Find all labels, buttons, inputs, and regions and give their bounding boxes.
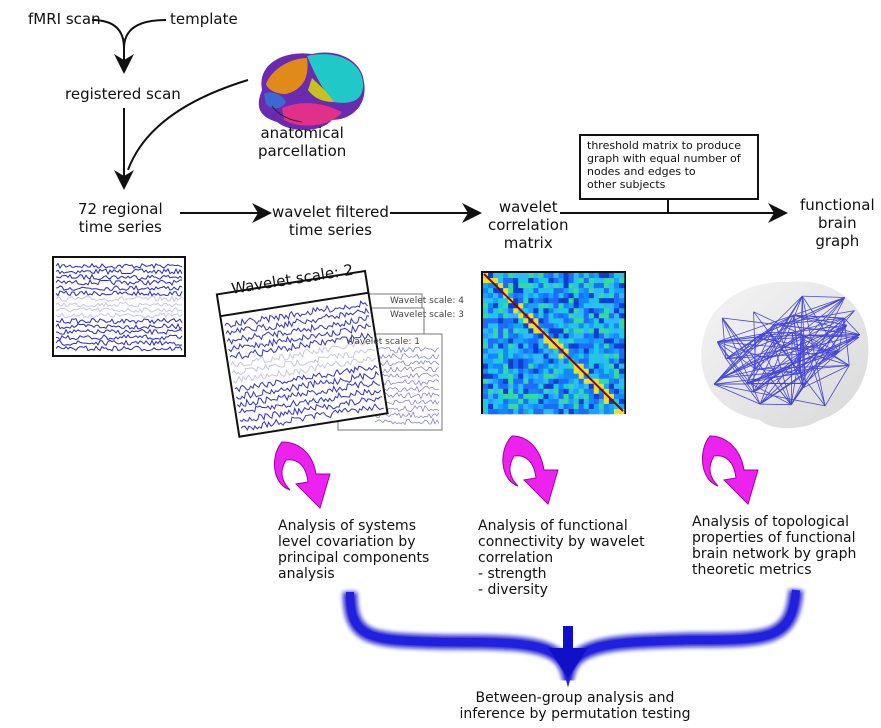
wavelet-filtered-label: wavelet filtered time series bbox=[272, 203, 389, 239]
fmri-scan-label: fMRI scan bbox=[28, 10, 101, 28]
topology-analysis-text: Analysis of topological properties of fu… bbox=[692, 514, 857, 578]
correlation-matrix bbox=[481, 271, 626, 415]
wavelet-correlation-label: wavelet correlation matrix bbox=[488, 198, 569, 252]
wavelet-scale-3-title: Wavelet scale: 3 bbox=[390, 310, 464, 320]
wavelet-scale-4-title: Wavelet scale: 4 bbox=[390, 296, 464, 306]
blue-brace bbox=[343, 589, 803, 700]
parcellation-brain-image bbox=[258, 52, 365, 131]
connectivity-analysis-text: Analysis of functional connectivity by w… bbox=[478, 518, 645, 598]
anatomical-parcellation-label: anatomical parcellation bbox=[258, 124, 347, 160]
pca-analysis-text: Analysis of systems level covariation by… bbox=[278, 518, 430, 582]
conclusion-text: Between-group analysis and inference by … bbox=[459, 690, 691, 722]
threshold-note-box: threshold matrix to produce graph with e… bbox=[579, 134, 759, 200]
template-label: template bbox=[170, 10, 238, 28]
regional-timeseries-panel bbox=[52, 256, 186, 357]
magenta-arrows bbox=[273, 435, 759, 509]
registered-scan-label: registered scan bbox=[65, 85, 181, 103]
flow-arrows bbox=[180, 200, 788, 223]
regional-time-series-label: 72 regional time series bbox=[78, 200, 163, 236]
merge-connector bbox=[91, 19, 249, 190]
wavelet-front-panel bbox=[215, 269, 389, 438]
wavelet-scale-1-title: Wavelet scale: 1 bbox=[346, 337, 420, 347]
functional-graph-label: functional brain graph bbox=[800, 196, 875, 250]
brain-graph-image bbox=[701, 281, 869, 429]
